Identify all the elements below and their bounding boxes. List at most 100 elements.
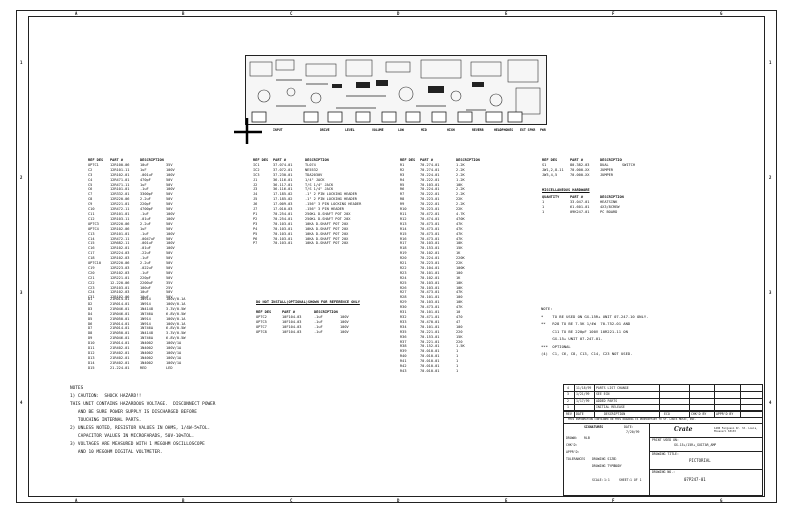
cap-cell: C21 xyxy=(88,275,95,280)
cap-cell: 12R220-06 xyxy=(110,197,130,202)
misc-hardware-title: MISCELLANEOUS HARDWARE xyxy=(542,188,590,192)
drawing-title-label: DRAWING TITLE: xyxy=(652,452,679,456)
ic-cell: 250KL D-SHAFT POT 20X xyxy=(305,216,351,221)
note-line: 1) CAUTION: SHOCK HAZARD!! xyxy=(70,394,142,399)
res-cell: 10 xyxy=(456,310,461,315)
right-note-line: (4) C1, C6, C8, C13, C14, C23 NOT USED. xyxy=(541,351,633,356)
res-cell: R12 xyxy=(400,216,407,221)
misc-header-cell: QUANTITY xyxy=(542,195,560,199)
rev-header-rev: REV xyxy=(566,412,572,416)
res-cell: 70-103-01 xyxy=(420,280,440,285)
res-cell: 70-274-01 xyxy=(420,162,440,167)
cap-cell: .22uF xyxy=(140,251,151,256)
res-cell: 70-221-01 xyxy=(420,329,440,334)
diode-cell: 1N746A xyxy=(140,311,153,316)
res-cell: 1.2K xyxy=(456,177,465,182)
cap-cell: 50V xyxy=(166,265,173,270)
scale-value: 1:1 xyxy=(604,478,610,482)
diode-cell: 1N4002 xyxy=(140,360,153,365)
cap-cell: .01uF xyxy=(140,216,151,221)
cap-cell: C18 xyxy=(88,256,95,261)
date-value: 7/20/99 xyxy=(626,430,640,434)
sw-cell: 80-382-03 xyxy=(570,162,590,167)
cap-cell: 12R102-03 xyxy=(110,290,130,295)
cap-cell: 10uF xyxy=(140,162,149,167)
res-cell: 22K xyxy=(456,197,463,202)
res-cell: 70-101-01 xyxy=(420,310,440,315)
cap-cell: 25V xyxy=(166,285,173,290)
diode-cell: 1N4002 xyxy=(140,341,153,346)
diode-cell: 6.8V/0.5W xyxy=(166,311,186,316)
cap-cell: 12R682-11 xyxy=(110,241,130,246)
res-cell: 15K xyxy=(456,246,463,251)
res-cell: 2.2K xyxy=(456,192,465,197)
ic-cell: .156" 3 PIN LOCKING HEADER xyxy=(305,202,362,207)
cap-cell: 12R102-06 xyxy=(110,295,130,300)
res-cell: 70-222-01 xyxy=(420,192,440,197)
cap-cell: 12-220-06 xyxy=(110,280,130,285)
cap-cell: 2.2uF xyxy=(140,261,151,266)
diode-cell: 1N914 xyxy=(140,297,151,301)
res-cell: 70-153-01 xyxy=(420,246,440,251)
rev-header-description: DESCRIPTION xyxy=(604,412,626,416)
diode-cell: D5 xyxy=(88,316,93,321)
rev-cell: SEE ECN xyxy=(596,392,610,397)
diode-cell: D11 xyxy=(88,346,95,351)
ic-cell: 10KA D-SHAFT POT 20X xyxy=(305,236,349,241)
res-cell: 220K xyxy=(456,256,465,261)
ic-cell: J7 xyxy=(253,207,258,212)
rev-cell: 4 xyxy=(567,386,569,390)
ic-cell: NE5532 xyxy=(305,167,318,172)
cap-cell: C2 xyxy=(88,167,93,172)
cap-cell: 12R103-01 xyxy=(110,285,130,290)
res-cell: R35 xyxy=(400,329,407,334)
misc-header-cell: PART # xyxy=(570,195,583,199)
res-cell: 70-473-01 xyxy=(420,221,440,226)
rev-cell: 1 xyxy=(567,404,569,409)
cap-cell: .01uF xyxy=(140,246,151,251)
cap-cell: 100V xyxy=(166,187,175,192)
sw-cell xyxy=(622,173,642,178)
ic-cell: 36-117-01 xyxy=(273,182,293,187)
res-cell: R2 xyxy=(400,167,405,172)
opt-header-cell: REF DES xyxy=(256,310,272,314)
cap-cell: C19 xyxy=(88,265,95,270)
zone-left-3: 3 xyxy=(20,290,23,295)
diode-cell: D12 xyxy=(88,350,95,355)
ic-cell: 17-185-02 xyxy=(273,197,293,202)
diode-cell: D14 xyxy=(88,360,95,365)
diode-cell: 21R050-01 xyxy=(110,331,130,336)
cap-cell: .0047uF xyxy=(140,236,156,241)
ic-cell: 70-103-01 xyxy=(273,226,293,231)
res-cell: 22K xyxy=(456,207,463,212)
misc-cell: 09K247-01 xyxy=(570,209,590,214)
res-cell: R23 xyxy=(400,270,407,275)
right-notes-title: NOTE: xyxy=(541,306,553,311)
cap-cell: 50V xyxy=(166,226,173,231)
board-label-level: LEVEL xyxy=(345,128,355,132)
cap-cell: OPTC3 xyxy=(88,221,99,226)
ic-cell: .1" 2 PIN LOCKING HEADER xyxy=(305,197,357,202)
res-cell: 70-010-01 xyxy=(420,368,440,373)
note-line: AND BE SURE POWER SUPPLY IS DISCHARGED B… xyxy=(70,410,197,415)
rev-cell: PARTS LIST CHANGE xyxy=(596,386,629,390)
scale-label: SCALE: xyxy=(592,478,604,482)
ic-cell: P1 xyxy=(253,211,258,216)
ic-cell: 70-103-01 xyxy=(273,241,293,246)
res-cell: 70-224-01 xyxy=(420,256,440,261)
